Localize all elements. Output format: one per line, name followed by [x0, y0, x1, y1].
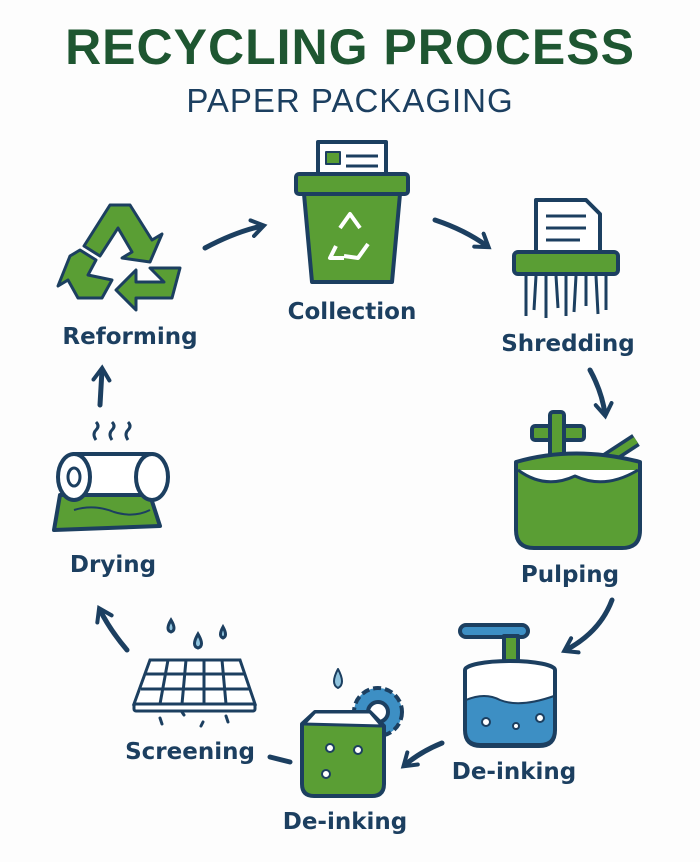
pulping-tank-icon	[514, 410, 642, 550]
deinking-tank-icon	[458, 623, 557, 748]
arrow-screening-to-drying	[95, 604, 130, 653]
diagram-title: RECYCLING PROCESS	[65, 19, 635, 75]
arrow-deinking-to-screening	[267, 754, 293, 765]
arrow-deinking-to-deinking	[400, 740, 445, 769]
arrow-drying-to-reforming	[91, 364, 112, 408]
step-label-deinking-2: De-inking	[282, 809, 408, 835]
arrow-collection-to-shredding	[432, 217, 492, 250]
step-label-screening: Screening	[125, 739, 255, 765]
diagram-subtitle: PAPER PACKAGING	[186, 82, 514, 119]
step-label-drying: Drying	[69, 552, 157, 578]
step-label-deinking-1: De-inking	[451, 759, 577, 785]
deinking-box-gear-icon	[300, 668, 404, 798]
arrow-reforming-to-collection	[202, 218, 268, 251]
paper-roll-icon	[52, 420, 170, 532]
arrow-shredding-to-pulping	[587, 367, 614, 420]
step-label-pulping: Pulping	[520, 562, 620, 588]
step-label-shredding: Shredding	[501, 331, 635, 357]
recycling-bin-icon	[294, 140, 410, 284]
arrow-pulping-to-deinking	[561, 597, 615, 655]
shredder-icon	[512, 198, 620, 318]
step-label-collection: Collection	[287, 299, 417, 325]
step-label-reforming: Reforming	[62, 324, 198, 350]
screen-mesh-icon	[131, 617, 258, 728]
recycle-symbol-icon	[56, 203, 182, 312]
